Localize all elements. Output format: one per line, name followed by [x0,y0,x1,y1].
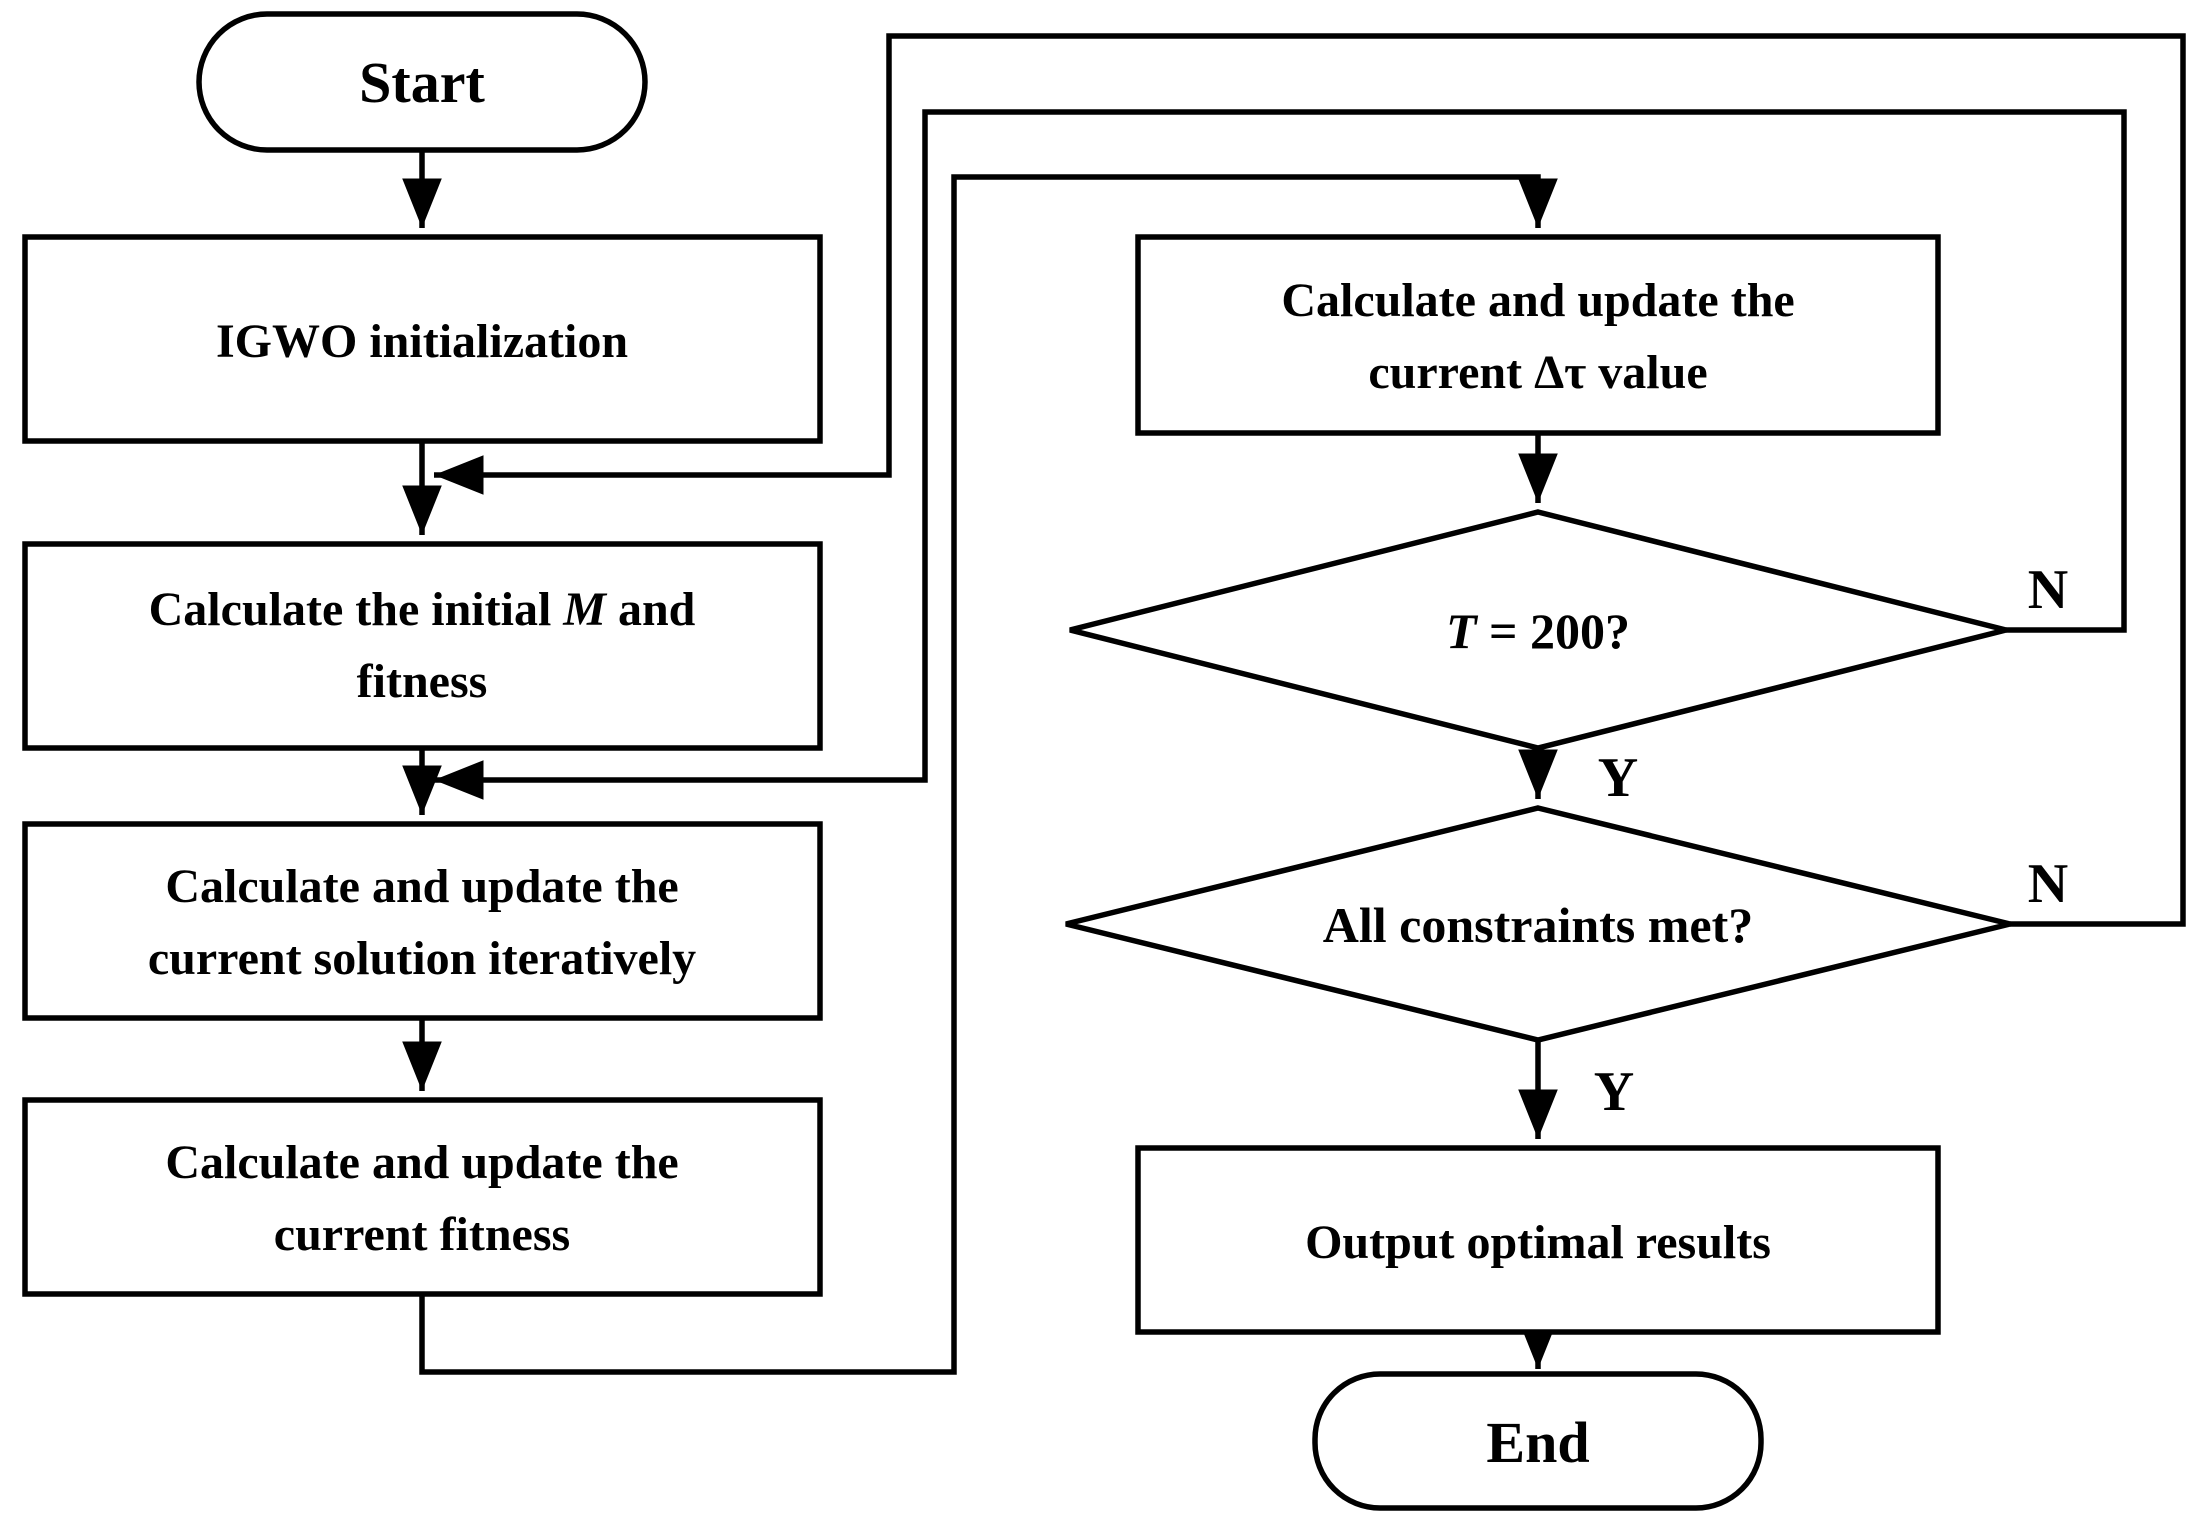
calc-delta-tau-box [1135,234,1941,436]
end-label: End [1486,1410,1589,1475]
calc-delta-tau-label-line2: current Δτ value [1368,346,1707,399]
calc-delta-tau-label-line1: Calculate and update the [1281,274,1794,327]
calc-initial-m-fitness-box [22,541,823,751]
igwo-initialization-label: IGWO initialization [216,315,628,368]
line-t-check-no-feedback [434,109,2127,800]
output-results-box [1135,1145,1941,1335]
output-results-label: Output optimal results [1305,1216,1771,1269]
branch-label-constraints-no: N [2028,853,2068,915]
calc-initial-m-fitness-label-line2: fitness [357,655,488,708]
line-calc-fitness-to-delta-tau [419,174,1558,1375]
t-200-decision [1069,509,2007,751]
calc-solution-label-line1: Calculate and update the [165,860,678,913]
igwo-initialization-box [22,234,823,444]
calc-fitness-box [22,1097,823,1297]
calc-solution-label-line2: current solution iteratively [148,932,696,985]
start-terminator [196,11,648,153]
branch-label-t-check-yes: Y [1598,747,1638,809]
line-constraints-no-feedback [434,33,2186,927]
end-terminator [1312,1371,1764,1511]
constraints-decision [1065,805,2011,1043]
calc-fitness-label-line1: Calculate and update the [165,1136,678,1189]
calc-fitness-label-line2: current fitness [274,1208,570,1261]
t-200-decision-label: T = 200? [1446,603,1630,659]
start-label: Start [359,50,485,115]
calc-solution-box [22,821,823,1021]
calc-initial-m-fitness-label-line1: Calculate the initial M and [149,583,696,636]
branch-label-t-check-no: N [2028,559,2068,621]
constraints-decision-label: All constraints met? [1323,897,1754,953]
branch-label-constraints-yes: Y [1594,1061,1634,1123]
